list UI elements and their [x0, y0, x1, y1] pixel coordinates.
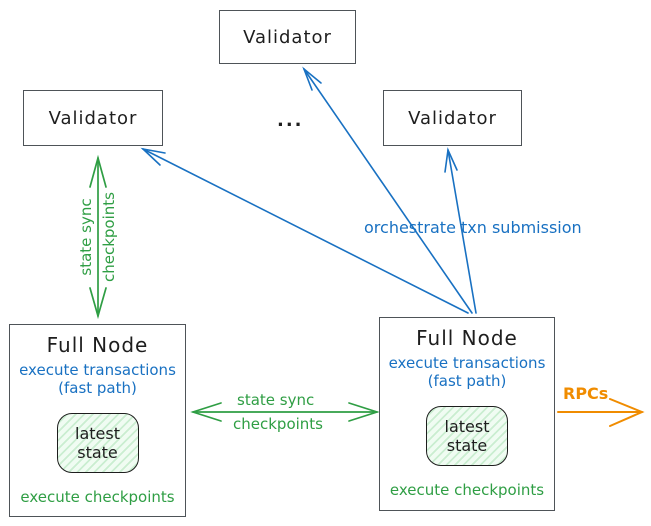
latest-state-line1: latest — [444, 417, 490, 436]
latest-state-line2: state — [446, 436, 488, 455]
full-node-right-latest-state-box: latest state — [426, 406, 508, 466]
validator-right-label: Validator — [408, 107, 497, 129]
validator-top-node: Validator — [219, 10, 356, 64]
rpcs-arrow — [557, 398, 645, 427]
orchestrate-txn-submission-label: orchestrate txn submission — [364, 218, 582, 237]
vertical-sync-label-checkpoints: checkpoints — [100, 192, 118, 282]
latest-state-line2: state — [77, 443, 118, 462]
full-node-left-title: Full Node — [46, 333, 149, 357]
full-node-left-execute-checkpoints: execute checkpoints — [20, 488, 175, 506]
vertical-sync-label-state-sync: state sync — [77, 198, 95, 276]
validator-left-node: Validator — [23, 90, 163, 146]
full-node-left-latest-state-box: latest state — [56, 413, 139, 473]
full-node-right-title: Full Node — [416, 326, 518, 350]
rpcs-label: RPCs — [563, 384, 609, 403]
horizontal-sync-label-checkpoints: checkpoints — [233, 415, 323, 433]
validator-top-label: Validator — [243, 26, 332, 48]
validator-left-label: Validator — [48, 107, 138, 129]
validator-right-node: Validator — [383, 90, 522, 146]
full-node-right-execute-transactions: execute transactions — [388, 354, 546, 372]
full-node-right-execute-checkpoints: execute checkpoints — [389, 481, 545, 499]
full-node-left-fast-path: (fast path) — [58, 379, 137, 397]
full-node-left-execute-transactions: execute transactions — [19, 361, 176, 379]
validator-ellipsis: ... — [277, 110, 304, 131]
full-node-left: Full Node execute transactions (fast pat… — [9, 324, 186, 517]
full-node-right-fast-path: (fast path) — [427, 372, 507, 390]
latest-state-line1: latest — [75, 424, 120, 443]
full-node-right: Full Node execute transactions (fast pat… — [379, 317, 555, 511]
horizontal-sync-label-state-sync: state sync — [237, 391, 315, 409]
